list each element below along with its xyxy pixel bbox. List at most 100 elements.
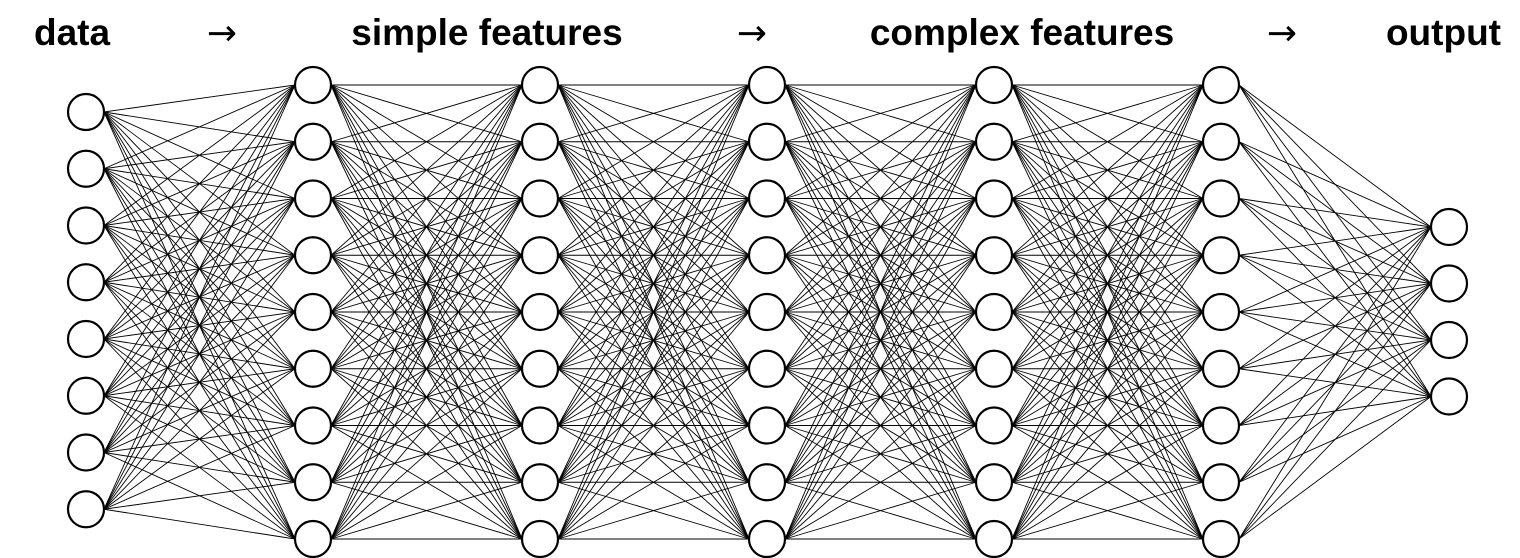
edge-l4-8-4 [1011,311,1204,540]
edge-l4-8-7 [1011,481,1204,540]
label-output: output [1386,12,1501,53]
node-layer4-7 [974,463,1014,502]
edge-l5-6-0 [1238,226,1432,426]
edge-l3-1-0 [784,84,977,143]
node-layer3-5 [747,349,787,388]
edge-l4-8-2 [1011,198,1204,540]
edge-l2-8-2 [557,198,750,540]
edge-l0-7-2 [103,198,296,510]
edge-l2-8-6 [557,425,750,540]
edge-l0-7-1 [103,141,296,510]
edge-l4-7-0 [1011,84,1204,483]
node-layer2-1 [520,122,560,161]
node-layer3-3 [747,236,787,275]
node-layer1-5 [293,349,333,388]
edge-l2-4-0 [557,84,750,313]
node-layer2-4 [520,292,560,332]
node-layer3-2 [747,179,787,218]
edge-l3-3-0 [784,84,977,256]
edge-l1-8-0 [330,84,523,540]
arrow-3: → [1267,13,1297,54]
edge-l1-5-0 [330,84,523,370]
node-layer3-8 [747,519,787,558]
edge-l5-5-0 [1238,226,1432,370]
edge-l4-2-0 [1011,84,1204,199]
edges [103,84,1432,540]
node-layer1-1 [293,122,333,161]
edge-l0-7-0 [103,84,296,510]
node-layer5-5 [1201,349,1241,388]
node-layer0-7 [66,490,106,529]
edge-l3-5-0 [784,84,977,370]
edge-l0-7-4 [103,311,296,510]
node-layer1-7 [293,463,333,502]
node-layer3-4 [747,292,787,332]
node-layer1-3 [293,236,333,275]
edge-l0-3-0 [103,84,296,283]
edge-l4-8-1 [1011,141,1204,540]
edge-l1-8-7 [330,481,523,540]
node-layer2-2 [520,179,560,218]
nodes [66,65,1469,558]
node-layer6-1 [1429,264,1469,303]
edge-l2-8-1 [557,141,750,540]
edge-l0-1-0 [103,84,296,170]
node-layer5-3 [1201,236,1241,275]
edge-l4-8-3 [1011,254,1204,540]
edge-l1-1-0 [330,84,523,143]
node-layer1-8 [293,519,333,558]
node-layer5-8 [1201,519,1241,558]
edge-l5-2-0 [1238,198,1432,228]
edge-l0-0-0 [103,84,296,113]
node-layer2-8 [520,519,560,558]
node-layer6-2 [1429,320,1469,360]
edge-l0-7-7 [103,481,296,510]
edge-l1-3-0 [330,84,523,256]
node-layer5-4 [1201,292,1241,332]
node-layer5-6 [1201,406,1241,445]
edge-l5-0-0 [1238,84,1432,228]
node-layer1-0 [293,65,333,105]
edge-l2-2-0 [557,84,750,199]
edge-l2-5-0 [557,84,750,370]
edge-l2-7-0 [557,84,750,483]
label-simple-features: simple features [351,12,622,53]
edge-l5-8-0 [1238,226,1432,540]
edge-l4-8-0 [1011,84,1204,540]
node-layer6-0 [1429,207,1469,247]
edge-l2-3-0 [557,84,750,256]
edge-l0-7-3 [103,254,296,510]
node-layer4-0 [974,65,1014,105]
edge-l0-4-0 [103,84,296,340]
edge-l2-8-3 [557,254,750,540]
node-layer5-1 [1201,122,1241,161]
edge-l5-8-1 [1238,283,1432,540]
edge-l3-7-0 [784,84,977,483]
arrow-1: → [207,13,237,54]
edge-l4-1-0 [1011,84,1204,143]
edge-l5-1-0 [1238,141,1432,228]
node-layer5-7 [1201,463,1241,502]
node-layer0-4 [66,319,106,359]
edge-l0-2-0 [103,84,296,226]
node-layer4-5 [974,349,1014,388]
node-layer0-1 [66,149,106,188]
edge-l3-8-7 [784,481,977,540]
node-layer2-0 [520,65,560,105]
node-layer2-7 [520,463,560,502]
edge-l5-3-0 [1238,226,1432,256]
edge-l0-7-8 [103,508,296,540]
node-layer0-2 [66,206,106,245]
edge-l1-4-0 [330,84,523,313]
edge-l3-8-2 [784,198,977,540]
edge-l5-8-2 [1238,339,1432,540]
node-layer2-5 [520,349,560,388]
node-layer4-3 [974,236,1014,275]
node-layer0-3 [66,263,106,302]
edge-l3-8-4 [784,311,977,540]
edge-l3-2-0 [784,84,977,199]
label-data: data [34,12,111,53]
edge-l1-6-0 [330,84,523,426]
node-layer1-6 [293,406,333,445]
node-layer1-4 [293,292,333,332]
